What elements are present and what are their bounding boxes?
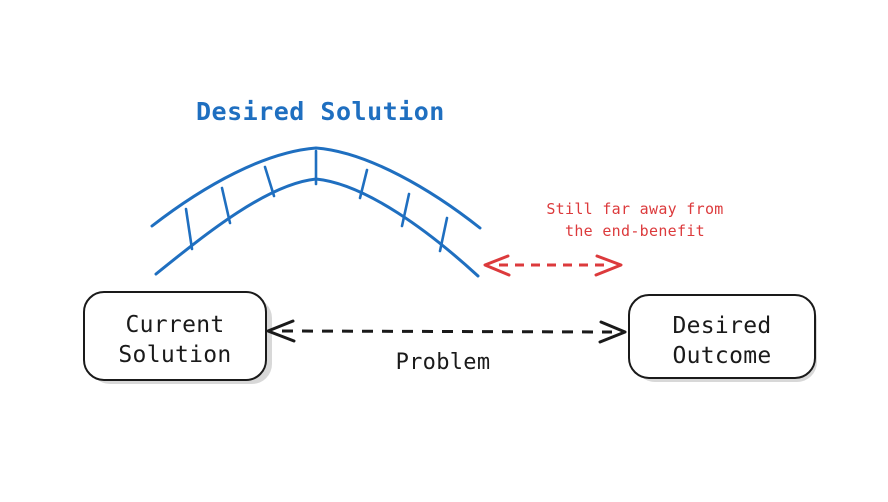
desired-solution-arc bbox=[150, 146, 482, 278]
problem-edge-label: Problem bbox=[396, 350, 491, 375]
gap-caption-line2: the end-benefit bbox=[565, 222, 705, 240]
problem-arrowhead-left bbox=[266, 319, 296, 343]
arc-outer-curve bbox=[150, 146, 482, 230]
current-solution-label-line1: Current bbox=[125, 312, 224, 338]
node-current-solution[interactable]: Current Solution bbox=[83, 291, 267, 381]
arc-rung-6 bbox=[400, 192, 411, 228]
problem-edge-line bbox=[281, 329, 613, 334]
desired-outcome-label-line2: Outcome bbox=[672, 343, 771, 369]
problem-arrowhead-right bbox=[598, 320, 627, 344]
gap-caption-line1: Still far away from bbox=[546, 200, 723, 218]
gap-annotation[interactable]: Still far away from the end-benefit bbox=[483, 200, 724, 277]
node-desired-outcome[interactable]: Desired Outcome bbox=[628, 294, 816, 379]
arc-rung-3 bbox=[263, 165, 276, 198]
gap-arrowhead-right bbox=[594, 254, 623, 277]
arc-rung-2 bbox=[220, 186, 232, 225]
desired-outcome-box[interactable] bbox=[628, 294, 816, 379]
desired-outcome-label-line1: Desired bbox=[672, 313, 771, 339]
arc-rung-1 bbox=[184, 207, 194, 251]
page-title: Desired Solution bbox=[196, 97, 445, 126]
arc-rung-5 bbox=[358, 168, 369, 200]
arc-rung-7 bbox=[438, 216, 449, 253]
current-solution-box[interactable] bbox=[83, 291, 267, 381]
gap-arrowhead-left bbox=[483, 254, 511, 277]
current-solution-label-line2: Solution bbox=[118, 342, 231, 368]
problem-edge[interactable]: Problem bbox=[266, 319, 627, 375]
